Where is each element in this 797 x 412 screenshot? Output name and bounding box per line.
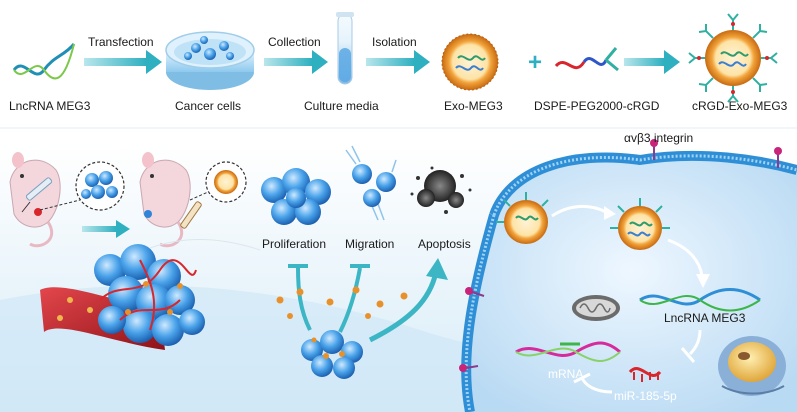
label-apoptosis: Apoptosis	[418, 237, 471, 251]
label-mirna: miR-185-5p	[614, 389, 677, 403]
label-transfection: Transfection	[88, 35, 154, 49]
petri-dish-icon	[165, 31, 255, 90]
label-crgd-exo-meg3: cRGD-Exo-MEG3	[692, 99, 788, 113]
test-tube-icon	[336, 12, 354, 85]
tumor-cluster-icon	[301, 330, 363, 379]
tumor-vessel-icon	[40, 244, 205, 350]
mrna-strand-icon	[515, 341, 621, 362]
inhibit-mrna-icon	[573, 372, 613, 394]
plus-sign: +	[528, 49, 542, 76]
mitochondria-icon	[572, 295, 620, 321]
proliferation-cells-icon	[261, 168, 331, 225]
label-proliferation: Proliferation	[262, 237, 326, 251]
arrow-isolation	[366, 50, 430, 74]
label-exo-meg3: Exo-MEG3	[444, 99, 503, 113]
label-isolation: Isolation	[372, 35, 417, 49]
arrow-mouse	[82, 220, 130, 238]
label-integrin: αvβ3 integrin	[624, 131, 693, 145]
label-culture-media: Culture media	[304, 99, 379, 113]
lncrna-helix-icon	[12, 43, 76, 80]
label-dspe-peg2000-crgd: DSPE-PEG2000-cRGD	[534, 99, 660, 113]
nucleus-icon	[718, 336, 786, 396]
apoptosis-cells-icon	[410, 166, 472, 214]
inhibit-migration-icon	[338, 264, 370, 333]
mirna-icon	[628, 367, 662, 382]
label-lncrna-meg3: LncRNA MEG3	[9, 99, 91, 113]
label-collection: Collection	[268, 35, 321, 49]
label-migration: Migration	[345, 237, 394, 251]
promote-apoptosis-arrow	[368, 258, 448, 343]
arrow-modification	[624, 50, 680, 74]
inhibit-mirna-icon	[680, 329, 702, 363]
inhibit-proliferation-icon	[288, 264, 312, 331]
scattered-exosomes-icon	[276, 286, 408, 319]
migration-cells-icon	[345, 145, 397, 221]
binding-exosome-icon	[496, 192, 549, 244]
arrow-collection	[264, 50, 328, 74]
arrow-release	[667, 238, 710, 288]
exosome-icon	[441, 33, 499, 91]
zoom-cells-icon	[39, 161, 125, 211]
dspe-peg-crgd-icon	[554, 47, 619, 72]
internalized-exosome-icon	[610, 198, 670, 250]
label-cancer-cells: Cancer cells	[175, 99, 241, 113]
label-cytoplasm-lncrna: LncRNA MEG3	[664, 311, 746, 325]
integrin-receptor-icon	[459, 139, 782, 372]
mouse-injection-icon	[9, 152, 61, 248]
zoom-guide	[149, 238, 261, 251]
zoom-exosome-icon	[189, 161, 247, 203]
mouse-treatment-icon	[139, 152, 202, 248]
label-mrna: mRNA	[548, 367, 583, 381]
cytoplasm-lncrna-icon	[639, 288, 761, 312]
target-cell	[461, 150, 797, 412]
arrow-transfection	[84, 50, 162, 74]
arrow-uptake	[551, 205, 616, 220]
crgd-exosome-icon	[688, 13, 778, 103]
